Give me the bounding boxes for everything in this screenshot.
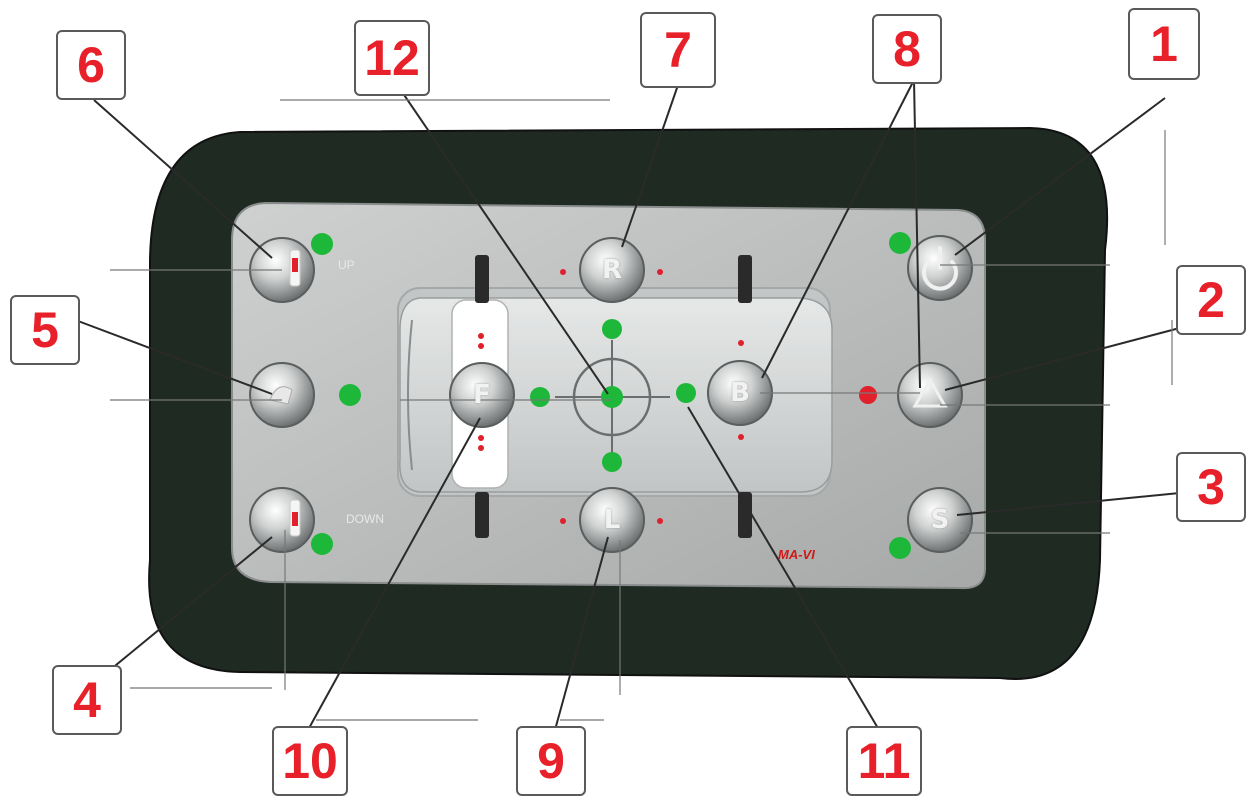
callout-2: 2 [1176,265,1246,335]
callout-10: 10 [272,726,348,796]
led-power [889,232,911,254]
callout-4: 4 [52,665,122,735]
down-button[interactable] [250,488,314,552]
callout-7: 7 [640,12,716,88]
callout-8: 8 [872,14,942,84]
led-level-top [602,319,622,339]
left-button-label: L [582,505,642,535]
led-down [311,533,333,555]
jack-rear-bottom [738,492,752,538]
jack-front-top [475,255,489,303]
led-level-bottom [602,452,622,472]
jack-front-bottom [475,492,489,538]
jack-rear-top [738,255,752,303]
led-store [889,537,911,559]
warning-button[interactable] [898,363,962,427]
callout-12: 12 [354,20,430,96]
callout-11: 11 [846,726,922,796]
callout-5: 5 [10,295,80,365]
callout-3: 3 [1176,452,1246,522]
led-manual [339,384,361,406]
front-button-label: F [452,380,512,410]
led-warning [859,386,877,404]
callout-9: 9 [516,726,586,796]
up-label: UP [338,258,355,272]
callout-1: 1 [1128,8,1200,80]
led-level-left [530,387,550,407]
store-button-label: S [910,505,970,535]
callout-6: 6 [56,30,126,100]
rear-button-label: R [582,255,642,285]
down-label: DOWN [346,512,384,526]
led-level-right [676,383,696,403]
led-up [311,233,333,255]
back-button-label: B [710,378,770,408]
brand-logo: MA-VI [778,547,815,562]
